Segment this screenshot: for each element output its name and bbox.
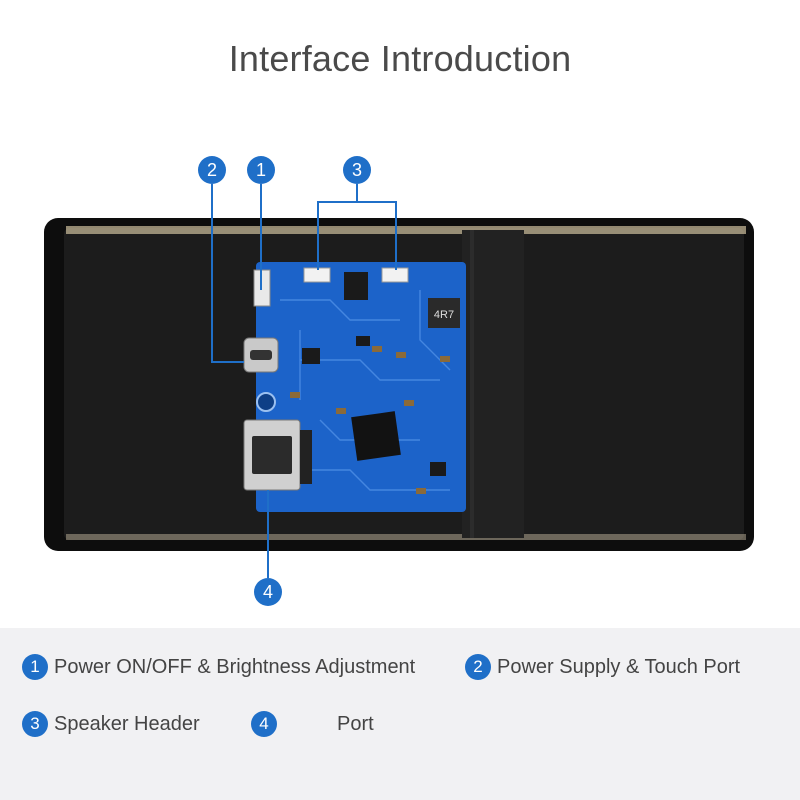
legend-panel: 1 Power ON/OFF & Brightness Adjustment 2… <box>0 628 800 800</box>
legend-text-2: Power Supply & Touch Port <box>497 655 741 678</box>
hdmi-connector <box>300 430 312 484</box>
callout-2-badge: 2 <box>198 156 226 184</box>
main-chip <box>351 411 401 461</box>
chip-bottom <box>430 462 446 476</box>
legend-item-1: 1 Power ON/OFF & Brightness Adjustment <box>22 654 415 680</box>
legend-item-2: 2 Power Supply & Touch Port <box>465 654 740 680</box>
legend-item-4: 4 Port <box>251 711 374 737</box>
board-components <box>290 346 450 494</box>
display-panel-edge-bottom <box>66 534 746 540</box>
legend-text-4: Port <box>337 712 374 735</box>
page-title: Interface Introduction <box>228 38 572 79</box>
inductor <box>428 298 460 328</box>
legend-text-1: Power ON/OFF & Brightness Adjustment <box>54 655 416 678</box>
usb-c-opening <box>250 350 272 360</box>
hdmi-opening <box>252 436 292 474</box>
legend-text-3: Speaker Header <box>54 712 200 735</box>
mounting-hole <box>256 392 276 412</box>
callout-4-badge: 4 <box>254 578 282 606</box>
legend-badge-2: 2 <box>465 654 491 680</box>
speaker-header-right <box>381 267 409 283</box>
legend-badge-4: 4 <box>251 711 277 737</box>
chip-top <box>344 272 368 300</box>
leader-lines <box>211 184 397 578</box>
inductor-marking: 4R7 <box>434 309 454 321</box>
callout-1-badge: 1 <box>247 156 275 184</box>
legend-item-3: 3 Speaker Header <box>22 711 200 737</box>
display-panel-edge <box>66 226 746 234</box>
speaker-header-left <box>303 267 331 283</box>
callout-3-badge: 3 <box>343 156 371 184</box>
chip-mid <box>356 336 370 346</box>
device-diagram: 4R7 <box>44 184 754 578</box>
cable-strap-shade <box>470 230 474 538</box>
legend-badge-1: 1 <box>22 654 48 680</box>
chip-small <box>302 348 320 364</box>
legend-badge-3: 3 <box>22 711 48 737</box>
